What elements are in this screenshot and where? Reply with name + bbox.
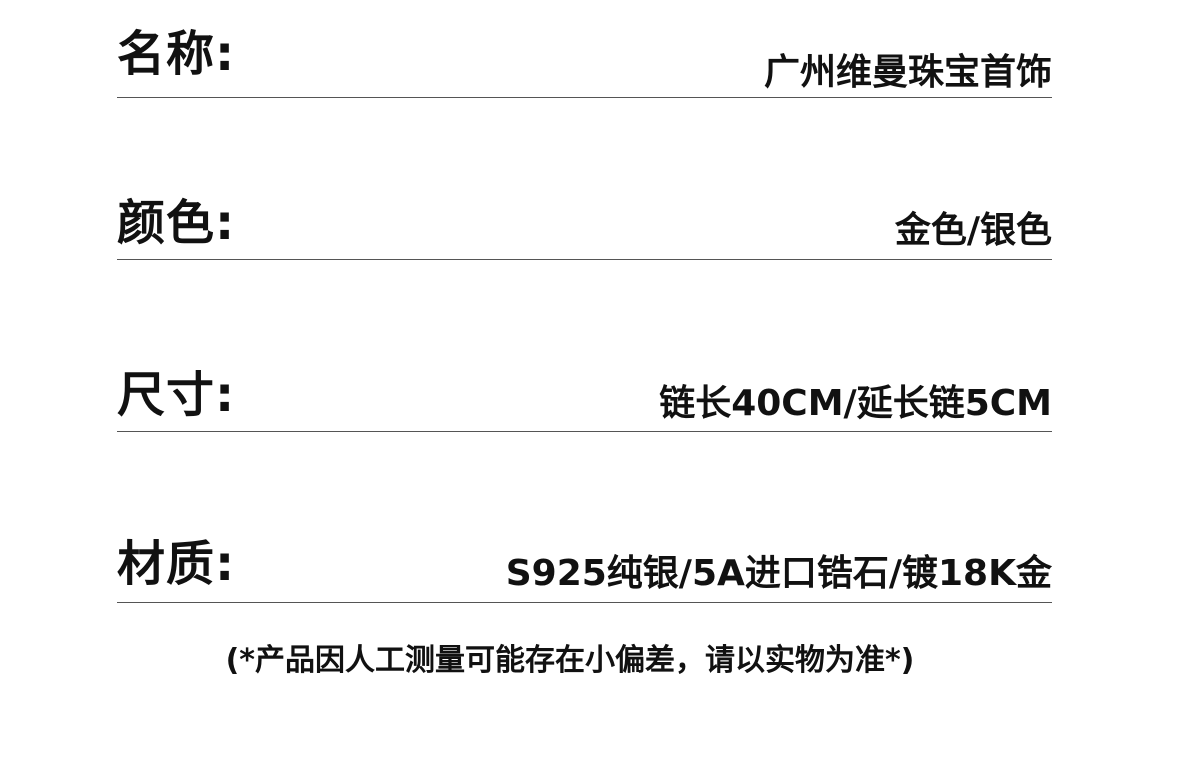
spec-value-material: S925纯银/5A进口锆石/镀18K金 [505,553,1052,594]
spec-value-color: 金色/银色 [894,210,1052,251]
spec-label-color: 颜色: [117,195,236,251]
spec-row-name: 名称: 广州维曼珠宝首饰 [117,0,1052,98]
spec-label-name: 名称: [117,26,236,82]
spec-row-color: 颜色: 金色/银色 [117,0,1052,260]
spec-value-name: 广州维曼珠宝首饰 [763,52,1052,93]
spec-row-material: 材质: S925纯银/5A进口锆石/镀18K金 [117,0,1052,603]
measurement-disclaimer: (*产品因人工测量可能存在小偏差，请以实物为准*) [225,643,915,678]
spec-label-material: 材质: [117,536,236,592]
spec-value-size: 链长40CM/延长链5CM [659,383,1052,424]
spec-row-size: 尺寸: 链长40CM/延长链5CM [117,0,1052,432]
spec-label-size: 尺寸: [117,367,236,423]
